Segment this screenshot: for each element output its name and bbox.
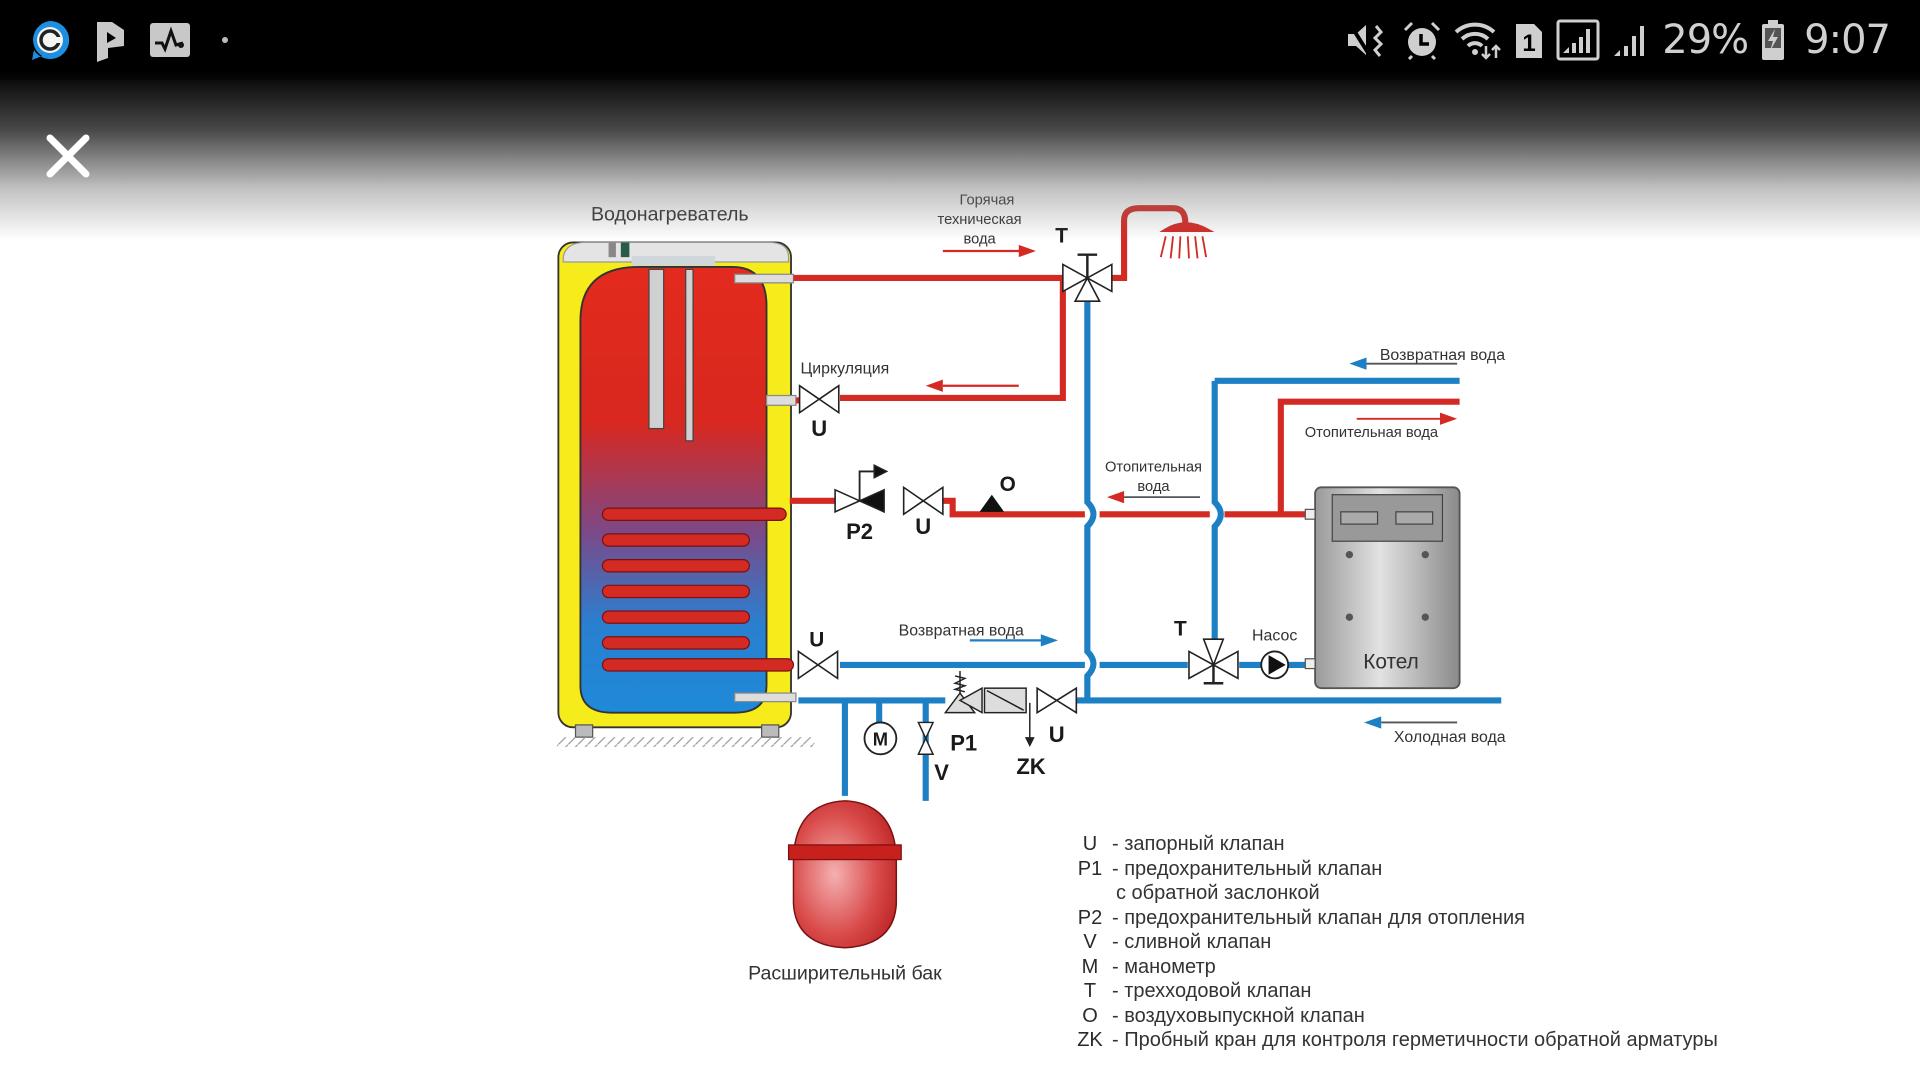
expansion-tank-label: Расширительный бак bbox=[748, 963, 942, 985]
boiler bbox=[1304, 486, 1461, 690]
marker-O: O bbox=[1000, 473, 1016, 496]
viewer-top-overlay bbox=[0, 70, 1920, 240]
signal-sim2-icon bbox=[1614, 26, 1645, 56]
legend-item-continuation: с обратной заслонкой bbox=[1116, 882, 1320, 904]
marker-U-return: U bbox=[809, 629, 824, 652]
marker-U-cold: U bbox=[1049, 722, 1065, 747]
manometer bbox=[863, 721, 898, 756]
valve-T-top bbox=[1062, 253, 1113, 303]
activity-monitor-icon bbox=[150, 23, 190, 57]
valve-U-cold bbox=[1036, 686, 1078, 715]
marker-ZK: ZK bbox=[1016, 754, 1045, 779]
battery-charging-icon bbox=[1762, 20, 1785, 60]
flow-arrows bbox=[925, 244, 1458, 729]
close-icon bbox=[46, 134, 90, 178]
valve-U-heating bbox=[902, 485, 944, 516]
legend-item: V- сливной клапан bbox=[1083, 931, 1272, 953]
return-water-mid-label: Возвратная вода bbox=[899, 623, 1024, 640]
circulation-label: Циркуляция bbox=[801, 360, 890, 377]
valve-U-circulation bbox=[798, 384, 840, 415]
status-bar-right: 1 29% 9:07 bbox=[1346, 10, 1891, 70]
test-tap-ZK bbox=[1024, 702, 1035, 747]
cold-pipes bbox=[798, 296, 1502, 801]
check-valve bbox=[983, 687, 1027, 714]
pump bbox=[1260, 650, 1290, 680]
marker-U-heating: U bbox=[915, 514, 931, 539]
close-button[interactable] bbox=[40, 128, 96, 184]
heating-water-mid-label-1: Отопительная bbox=[1105, 459, 1202, 475]
legend-item: U- запорный клапан bbox=[1082, 833, 1285, 855]
app-p-icon bbox=[97, 22, 124, 62]
status-bar-left bbox=[28, 16, 230, 64]
marker-T-boiler: T bbox=[1174, 618, 1187, 641]
legend-item: P2- предохранительный клапан для отоплен… bbox=[1077, 906, 1525, 929]
boiler-label: Котел bbox=[1363, 651, 1419, 674]
cold-water-label: Холодная вода bbox=[1394, 729, 1506, 746]
valve-U-return bbox=[797, 649, 839, 680]
legend-item: T- трехходовой клапан bbox=[1083, 980, 1312, 1002]
sim-1-icon: 1 bbox=[1516, 24, 1543, 58]
heating-coil bbox=[601, 507, 795, 672]
air-vent-O bbox=[979, 494, 1005, 512]
marker-P2: P2 bbox=[846, 519, 873, 544]
marker-U-circulation: U bbox=[811, 416, 827, 441]
heating-water-right-label: Отопительная вода bbox=[1305, 425, 1439, 441]
drain-valve-V bbox=[917, 721, 935, 756]
valve-P2 bbox=[834, 464, 889, 514]
marker-V: V bbox=[934, 760, 949, 785]
legend-item: ZK- Пробный кран для контроля герметично… bbox=[1077, 1029, 1718, 1051]
notification-dot-icon bbox=[222, 37, 228, 43]
alarm-icon bbox=[1404, 21, 1441, 60]
legend-item: O- воздуховыпускной клапан bbox=[1082, 1004, 1365, 1027]
valve-T-boiler bbox=[1188, 638, 1239, 685]
signal-sim1-icon bbox=[1556, 19, 1600, 61]
legend: U- запорный клапан P1- предохранительный… bbox=[1068, 832, 1718, 1053]
legend-item: P1- предохранительный клапан bbox=[1077, 857, 1383, 880]
svg-text:1: 1 bbox=[1523, 30, 1536, 57]
marker-P1: P1 bbox=[950, 731, 977, 756]
valve-P1 bbox=[943, 671, 983, 714]
mute-vibrate-icon bbox=[1348, 22, 1384, 58]
app-c-icon bbox=[32, 20, 70, 60]
clock-time: 9:07 bbox=[1804, 17, 1891, 63]
expansion-tank bbox=[787, 800, 902, 949]
water-heater bbox=[557, 241, 815, 747]
pump-label: Насос bbox=[1252, 627, 1297, 644]
legend-item: M- манометр bbox=[1081, 955, 1216, 978]
return-water-top-label: Возвратная вода bbox=[1380, 347, 1505, 364]
battery-percent: 29% bbox=[1662, 17, 1749, 63]
heating-water-mid-label-2: вода bbox=[1137, 479, 1170, 495]
wifi-data-icon bbox=[1454, 22, 1502, 60]
marker-M: M bbox=[873, 729, 888, 750]
status-bar: 1 29% 9:07 bbox=[0, 0, 1920, 80]
